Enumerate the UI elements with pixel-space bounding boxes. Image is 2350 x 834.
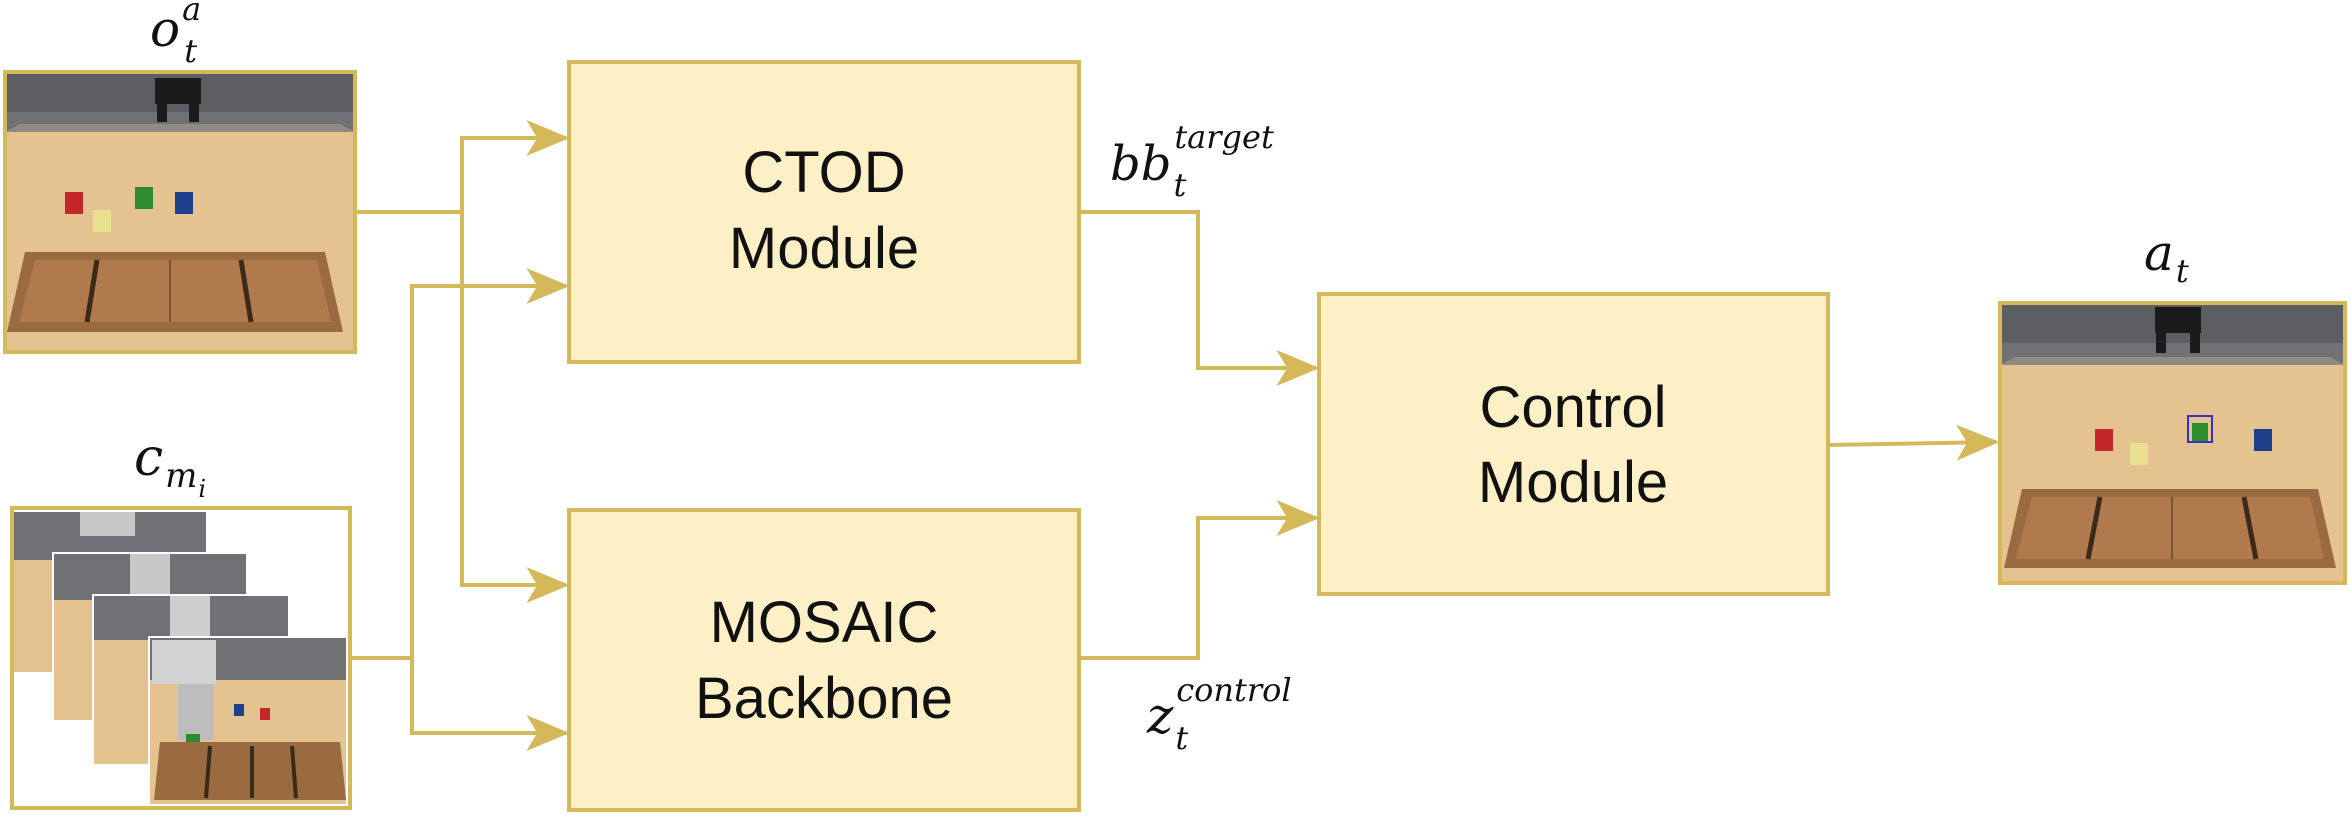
control-label-line1: Control xyxy=(1480,375,1667,440)
obs-sup: a xyxy=(182,0,201,28)
arrow-context-to-ctod xyxy=(350,268,570,660)
act-sub: t xyxy=(2176,252,2189,290)
svg-text:ztcontrol: zt control xyxy=(1146,671,1292,757)
z-base: z xyxy=(1146,687,1174,745)
arrow-observation-to-mosaic xyxy=(460,212,570,603)
obs-base: o xyxy=(150,0,180,58)
z-sub: t xyxy=(1175,719,1188,757)
bb-base: bb xyxy=(1110,136,1171,192)
z-control-label: zt control xyxy=(1146,671,1292,757)
tray-icon xyxy=(154,742,346,800)
ctx-base: c xyxy=(134,428,163,488)
context-demonstration-stack xyxy=(10,506,352,810)
demo-frame-4 xyxy=(148,636,348,806)
arrow-ctod-to-control xyxy=(1079,210,1320,386)
arrow-observation-to-ctod xyxy=(355,120,570,214)
observation-image xyxy=(3,70,357,354)
connectors xyxy=(350,120,2000,751)
control-label-line2: Module xyxy=(1478,450,1668,515)
mosaic-label-line1: MOSAIC xyxy=(710,590,939,655)
ctod-label-line2: Module xyxy=(729,216,919,281)
tray-icon xyxy=(2004,489,2336,568)
bb-sub: t xyxy=(1173,166,1186,204)
context-label: cmi xyxy=(134,428,206,503)
robot-gripper-icon xyxy=(2155,307,2201,353)
tray-icon xyxy=(7,252,343,332)
act-base: a xyxy=(2144,224,2174,282)
robot-arm-icon xyxy=(152,640,216,740)
ctx-subsub: i xyxy=(198,475,206,503)
robot-gripper-icon xyxy=(155,78,201,122)
ctod-module: CTOD Module xyxy=(567,60,1081,364)
obs-sub: t xyxy=(184,32,197,70)
cubes xyxy=(65,187,193,232)
svg-text:cmi: cmi xyxy=(134,428,206,503)
mosaic-label-line2: Backbone xyxy=(695,666,953,731)
arrow-context-to-mosaic xyxy=(410,658,570,751)
ctod-label-line1: CTOD xyxy=(742,140,905,205)
svg-text:oat: oat xyxy=(150,0,201,70)
target-bbox-icon xyxy=(2187,415,2213,443)
ctx-sub: m xyxy=(165,456,197,496)
arrow-control-to-action xyxy=(1827,424,2000,461)
cubes xyxy=(2095,423,2272,465)
svg-text:at: at xyxy=(2144,224,2189,290)
control-module: Control Module xyxy=(1317,292,1830,596)
mosaic-backbone: MOSAIC Backbone xyxy=(567,508,1081,812)
action-label: at xyxy=(2144,224,2189,290)
z-sup: control xyxy=(1176,671,1291,709)
bb-sup: target xyxy=(1174,118,1274,156)
svg-text:bbttarget: bbt target xyxy=(1110,118,1274,204)
action-image xyxy=(1998,301,2347,585)
bbox-target-label: bbt target xyxy=(1110,118,1274,204)
arrow-mosaic-to-control xyxy=(1079,500,1320,660)
